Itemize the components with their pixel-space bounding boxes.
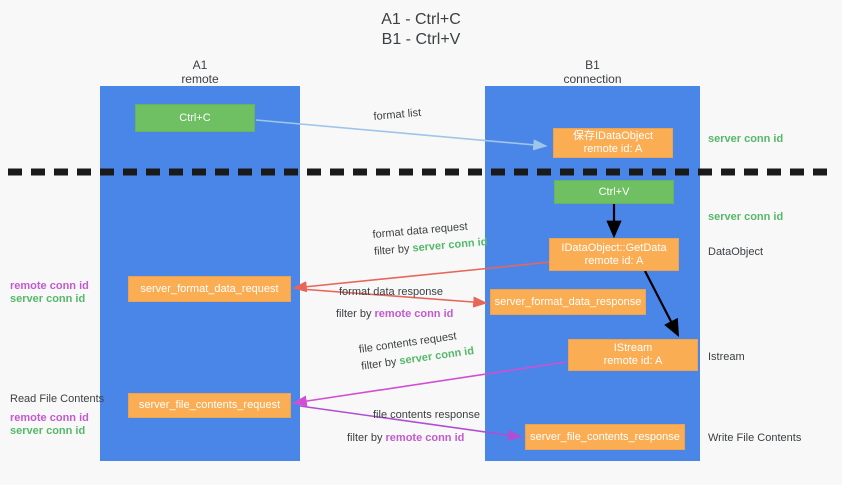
node-server-format-data-request[interactable]: server_format_data_request xyxy=(128,276,291,302)
annotation-server-conn-id-bottom: server conn id xyxy=(10,425,86,437)
diagram-title: A1 - Ctrl+C B1 - Ctrl+V xyxy=(381,11,461,48)
node-ctrl-c[interactable]: Ctrl+C xyxy=(135,104,255,132)
edge-label-file-contents-response-filter: filter by remote conn id xyxy=(347,431,480,445)
annotation-remote-conn-id-bottom: remote conn id xyxy=(10,412,89,424)
node-ctrl-v-label: Ctrl+V xyxy=(598,185,630,198)
filter-id-server-conn-id: server conn id xyxy=(411,236,488,255)
node-ctrl-v[interactable]: Ctrl+V xyxy=(554,180,674,204)
edge-label-format-list: format list xyxy=(373,106,422,123)
edge-label-file-contents-response: file contents response xyxy=(373,409,481,421)
filter-prefix: filter by xyxy=(347,432,386,444)
edge-label-format-data-response-group: format data response filter by remote co… xyxy=(336,285,453,321)
node-idataobject-getdata-sub: remote id: A xyxy=(584,254,644,267)
node-server-file-contents-response-label: server_file_contents_response xyxy=(530,430,680,443)
node-save-idataobject[interactable]: 保存IDataObject remote id: A xyxy=(553,128,673,158)
annotation-server-conn-id-top: server conn id xyxy=(708,133,784,145)
edge-label-format-data-response: format data response xyxy=(339,286,443,298)
node-istream-label: IStream xyxy=(613,342,653,354)
annotation-dataobject: DataObject xyxy=(708,246,764,258)
annotation-read-file-contents: Read File Contents xyxy=(10,393,105,405)
annotation-server-conn-id-mid: server conn id xyxy=(10,293,86,305)
filter-prefix: filter by xyxy=(360,355,401,373)
annotation-istream: Istream xyxy=(708,351,745,363)
filter-id-remote-conn-id: remote conn id xyxy=(385,432,465,444)
node-idataobject-getdata[interactable]: IDataObject::GetData remote id: A xyxy=(549,238,679,271)
edge-label-file-contents-response-group: file contents response filter by remote … xyxy=(347,408,481,445)
node-save-idataobject-label: 保存IDataObject xyxy=(572,130,654,142)
annotation-write-file-contents: Write File Contents xyxy=(708,432,802,444)
filter-prefix: filter by xyxy=(336,308,375,320)
node-istream[interactable]: IStream remote id: A xyxy=(568,339,698,371)
node-server-format-data-response-label: server_format_data_response xyxy=(494,295,642,308)
node-idataobject-getdata-label: IDataObject::GetData xyxy=(561,241,667,254)
node-save-idataobject-sub: remote id: A xyxy=(583,143,643,155)
edge-label-format-data-request-group: format data request filter by server con… xyxy=(372,218,488,259)
node-server-file-contents-response[interactable]: server_file_contents_response xyxy=(525,424,685,450)
annotation-remote-conn-id-mid: remote conn id xyxy=(10,280,89,292)
node-server-format-data-request-label: server_format_data_request xyxy=(140,282,279,295)
node-server-file-contents-request-label: server_file_contents_request xyxy=(138,399,281,411)
annotation-server-conn-id-paste: server conn id xyxy=(708,211,784,223)
node-server-file-contents-request[interactable]: server_file_contents_request xyxy=(128,393,291,418)
node-server-format-data-response[interactable]: server_format_data_response xyxy=(490,289,646,315)
edge-label-format-data-response-filter: filter by remote conn id xyxy=(336,307,453,321)
node-istream-sub: remote id: A xyxy=(603,355,663,367)
lane-header-a1: A1 remote xyxy=(181,58,219,86)
filter-prefix: filter by xyxy=(373,242,413,258)
edge-label-file-contents-request-group: file contents request filter by server c… xyxy=(358,327,475,374)
filter-id-remote-conn-id: remote conn id xyxy=(374,308,454,320)
node-ctrl-c-label: Ctrl+C xyxy=(179,111,211,124)
lane-header-b1: B1 connection xyxy=(563,58,622,86)
